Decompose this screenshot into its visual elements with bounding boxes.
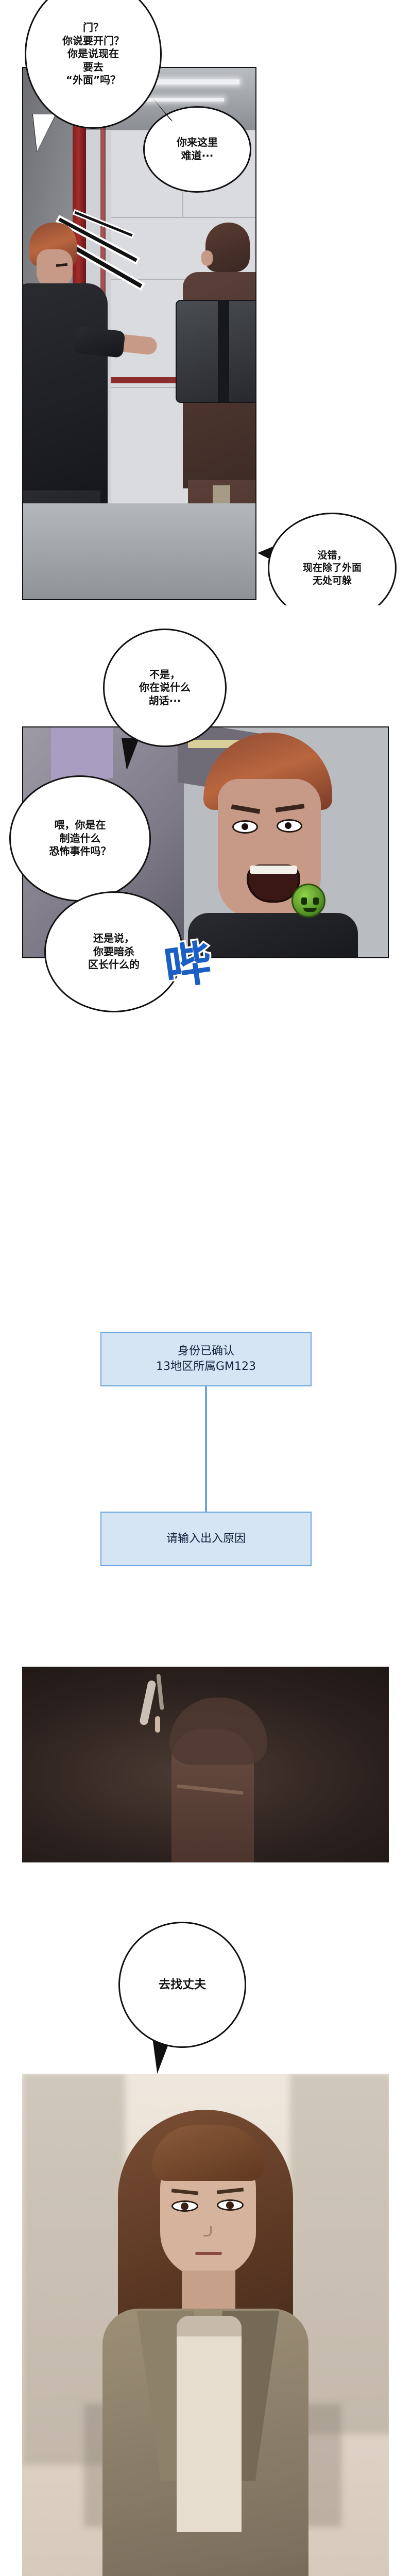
- speech-bubble-4: 不是， 你在说什么 胡话···: [103, 629, 227, 747]
- ceiling-light: [100, 98, 224, 101]
- speech-bubble-3-text: 没错， 现在除了外面 无处可躲: [302, 550, 362, 586]
- hair-fringe: [152, 2125, 264, 2181]
- speech-bubble-1: 门？ 你说要开门？ 你是说现在 要去 “外面”吗？: [25, 0, 162, 129]
- speech-bubble-5-text: 喂，你是在 制造什么 恐怖事件吗？: [49, 819, 111, 858]
- stamp-eye: [301, 897, 307, 905]
- corridor-floor: [23, 503, 255, 599]
- sfx-beep: 哔: [159, 934, 215, 998]
- inner-shirt: [177, 2316, 242, 2532]
- dark-background: [22, 1667, 389, 1862]
- sleeve: [73, 326, 126, 358]
- panel-4-art: [22, 2074, 389, 2576]
- speech-bubble-7-text: 去找丈夫: [159, 1977, 206, 1991]
- pupil: [181, 2202, 188, 2210]
- backpack-strap: [218, 300, 229, 403]
- hair-strand: [156, 1673, 164, 1710]
- speech-bubble-7: 去找丈夫: [118, 1922, 246, 2048]
- panel-4-strip: 去找丈夫: [0, 1883, 412, 2576]
- coat: [23, 283, 108, 505]
- portrait-background: [22, 2074, 389, 2576]
- dialog-box-identity-text: 身份已确认 13地区所属GM123: [156, 1345, 256, 1373]
- panel-2-strip: 不是， 你在说什么 胡话··· 喂，你是在 制造什么 恐怖事件吗？ 还是说， 你…: [0, 605, 412, 1221]
- character-woman: [99, 2105, 316, 2576]
- pupil: [226, 2201, 234, 2209]
- speech-bubble-4-text: 不是， 你在说什么 胡话···: [139, 668, 191, 707]
- face: [37, 249, 73, 287]
- green-emoji-stamp: [291, 884, 325, 918]
- collar-shadow: [177, 2316, 242, 2336]
- dialog-connector-line: [205, 1386, 207, 1512]
- hair-strand: [139, 1680, 157, 1726]
- hair: [205, 223, 250, 272]
- stamp-eye: [313, 897, 319, 905]
- character-face: [188, 733, 363, 957]
- panel-1-strip: 门？ 你说要开门？ 你是说现在 要去 “外面”吗？ 你来这里 难道··· 没错，…: [0, 0, 412, 605]
- dialog-box-reason-prompt[interactable]: 请输入出入原因: [100, 1512, 312, 1566]
- uniform-collar: [188, 913, 358, 957]
- panel-3-strip: [0, 1649, 412, 1883]
- panel-3-art: [22, 1667, 389, 1862]
- backpack: [176, 300, 255, 403]
- pupil: [285, 822, 291, 829]
- speech-bubble-2-text: 你来这里 难道···: [177, 136, 218, 162]
- speech-bubble-1-text: 门？ 你说要开门？ 你是说现在 要去 “外面”吗？: [62, 21, 124, 87]
- speech-bubble-2: 你来这里 难道···: [143, 106, 251, 193]
- dialog-box-identity[interactable]: 身份已确认 13地区所属GM123: [100, 1332, 312, 1386]
- mouth: [195, 2252, 222, 2255]
- stamp-mouth: [303, 908, 317, 912]
- jaw-shadow: [169, 1698, 267, 1765]
- teeth: [250, 866, 297, 874]
- earring: [155, 1716, 160, 1733]
- speech-bubble-6-text: 还是说， 你要暗杀 区长什么的: [88, 932, 140, 971]
- pupil: [242, 823, 248, 830]
- speech-bubble-3: 没错， 现在除了外面 无处可躲: [268, 513, 397, 605]
- dialog-box-reason-prompt-text: 请输入出入原因: [166, 1532, 246, 1546]
- ear: [201, 250, 213, 266]
- speech-bubble-6: 还是说， 你要暗杀 区长什么的: [44, 891, 183, 1012]
- speech-bubble-5: 喂，你是在 制造什么 恐怖事件吗？: [9, 775, 151, 902]
- nose: [203, 2226, 212, 2236]
- ceiling-light: [85, 79, 239, 84]
- gate-terminal-dialog: 身份已确认 13地区所属GM123 请输入出入原因: [0, 1221, 412, 1649]
